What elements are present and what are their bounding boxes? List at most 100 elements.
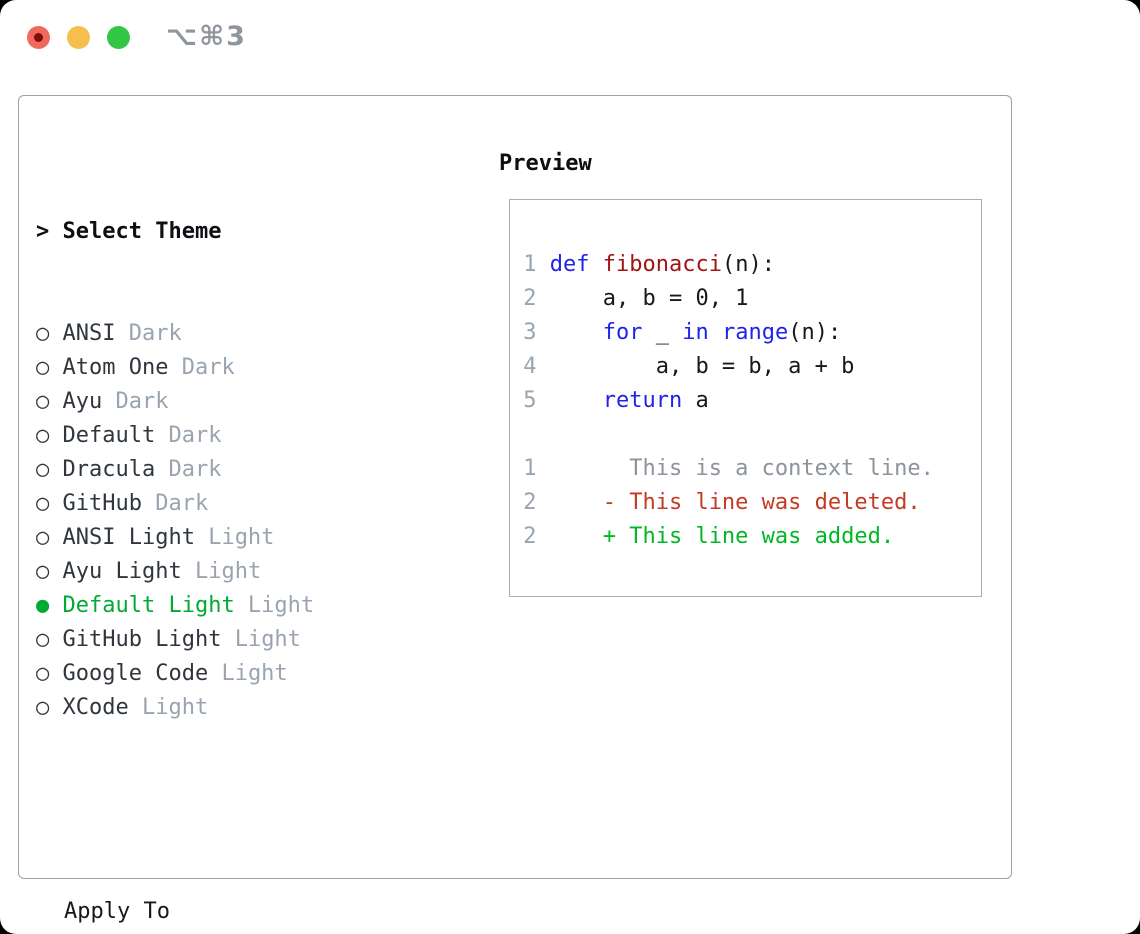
code-line: 1 This is a context line. xyxy=(510,452,981,486)
spacer xyxy=(36,793,407,827)
radio-unselected-icon: ○ xyxy=(36,695,63,720)
apply-to-heading: Apply To xyxy=(64,899,170,924)
theme-option-ansi-light[interactable]: ○ ANSI Light Light xyxy=(36,521,407,555)
theme-option-google-code[interactable]: ○ Google Code Light xyxy=(36,657,407,691)
minimize-button[interactable] xyxy=(67,26,90,49)
radio-unselected-icon: ○ xyxy=(36,661,63,686)
code-token: 1 xyxy=(510,456,550,481)
theme-option-ayu[interactable]: ○ Ayu Dark xyxy=(36,385,407,419)
theme-variant: Dark xyxy=(155,457,222,482)
code-token: (n): xyxy=(721,252,775,277)
theme-name: Ayu xyxy=(62,389,103,414)
theme-name: ANSI xyxy=(62,321,116,346)
preview-heading: Preview xyxy=(499,151,592,176)
code-token: 2 xyxy=(510,490,550,515)
code-token: 4 xyxy=(510,354,550,379)
theme-option-ansi[interactable]: ○ ANSI Dark xyxy=(36,317,407,351)
close-modified-dot-icon xyxy=(34,33,43,42)
code-token xyxy=(550,320,603,345)
radio-unselected-icon: ○ xyxy=(36,423,63,448)
prompt-caret-icon: > xyxy=(36,219,63,244)
code-line: 2 + This line was added. xyxy=(510,520,981,554)
theme-variant: Light xyxy=(234,593,315,618)
theme-name: Dracula xyxy=(62,457,156,482)
title-bar: ⌥⌘3 xyxy=(0,0,1140,76)
theme-option-dracula[interactable]: ○ Dracula Dark xyxy=(36,453,407,487)
radio-unselected-icon: ○ xyxy=(36,457,63,482)
code-token: a xyxy=(682,388,709,413)
code-line: 2 a, b = 0, 1 xyxy=(510,282,981,316)
code-line: 3 for _ in range(n): xyxy=(510,316,981,350)
code-token: (n): xyxy=(788,320,842,345)
theme-variant: Dark xyxy=(168,355,235,380)
theme-option-default[interactable]: ○ Default Dark xyxy=(36,419,407,453)
theme-name: GitHub xyxy=(62,491,142,516)
code-line: 4 a, b = b, a + b xyxy=(510,350,981,384)
theme-name: Ayu Light xyxy=(62,559,182,584)
code-line: 5 return a xyxy=(510,384,981,418)
code-token: This is a context line. xyxy=(549,456,934,481)
code-token: 5 xyxy=(510,388,550,413)
window-title-shortcut: ⌥⌘3 xyxy=(166,21,247,52)
code-token: - This line was deleted. xyxy=(549,490,921,515)
code-token: return xyxy=(602,388,683,413)
theme-variant: Light xyxy=(128,695,209,720)
radio-unselected-icon: ○ xyxy=(36,627,63,652)
code-token: in xyxy=(682,320,709,345)
preview-box: 1 def fibonacci(n): 2 a, b = 0, 1 3 for … xyxy=(509,199,982,597)
code-token: a, b = b, a + b xyxy=(549,354,855,379)
theme-option-default-light[interactable]: ● Default Light Light xyxy=(36,589,407,623)
theme-variant: Dark xyxy=(102,389,169,414)
theme-name: XCode xyxy=(62,695,129,720)
select-theme-heading: > Select Theme xyxy=(36,215,407,249)
theme-variant: Dark xyxy=(115,321,182,346)
code-token: 1 xyxy=(510,252,550,277)
code-token xyxy=(550,388,603,413)
theme-name: GitHub Light xyxy=(62,627,222,652)
theme-list: ○ ANSI Dark○ Atom One Dark○ Ayu Dark○ De… xyxy=(36,317,407,725)
close-button[interactable] xyxy=(27,26,50,49)
code-line: 1 def fibonacci(n): xyxy=(510,248,981,282)
code-token: 2 xyxy=(510,286,550,311)
zoom-button[interactable] xyxy=(107,26,130,49)
code-token: 3 xyxy=(510,320,550,345)
code-token: fibonacci xyxy=(602,252,722,277)
theme-option-github-light[interactable]: ○ GitHub Light Light xyxy=(36,623,407,657)
radio-unselected-icon: ○ xyxy=(36,389,63,414)
radio-unselected-icon: ○ xyxy=(36,321,63,346)
select-theme-heading-label: Select Theme xyxy=(62,219,222,244)
radio-unselected-icon: ○ xyxy=(36,491,63,516)
code-token: def xyxy=(549,252,603,277)
code-token: for xyxy=(602,320,643,345)
preview-code: 1 def fibonacci(n): 2 a, b = 0, 1 3 for … xyxy=(510,200,981,554)
code-token: range xyxy=(721,320,789,345)
theme-name: Google Code xyxy=(62,661,209,686)
theme-variant: Light xyxy=(194,525,275,550)
code-token: 2 xyxy=(510,524,550,549)
code-line xyxy=(510,418,981,452)
radio-selected-icon: ● xyxy=(36,593,63,618)
radio-unselected-icon: ○ xyxy=(36,525,63,550)
theme-option-atom-one[interactable]: ○ Atom One Dark xyxy=(36,351,407,385)
theme-name: Default Light xyxy=(62,593,235,618)
theme-name: Default xyxy=(62,423,156,448)
theme-name: Atom One xyxy=(62,355,169,380)
theme-variant: Light xyxy=(221,627,301,652)
theme-option-github[interactable]: ○ GitHub Dark xyxy=(36,487,407,521)
theme-selector-column: > Select Theme ○ ANSI Dark○ Atom One Dar… xyxy=(36,147,407,934)
theme-option-xcode[interactable]: ○ XCode Light xyxy=(36,691,407,725)
theme-variant: Dark xyxy=(155,423,222,448)
code-token: + This line was added. xyxy=(549,524,895,549)
code-line: 2 - This line was deleted. xyxy=(510,486,981,520)
radio-unselected-icon: ○ xyxy=(36,559,63,584)
code-token: _ xyxy=(642,320,683,345)
theme-variant: Light xyxy=(208,661,288,686)
code-token xyxy=(709,320,722,345)
main-panel: > Select Theme ○ ANSI Dark○ Atom One Dar… xyxy=(18,95,1012,924)
theme-variant: Dark xyxy=(141,491,209,516)
theme-option-ayu-light[interactable]: ○ Ayu Light Light xyxy=(36,555,407,589)
theme-name: ANSI Light xyxy=(62,525,195,550)
code-token: a, b = 0, 1 xyxy=(549,286,749,311)
